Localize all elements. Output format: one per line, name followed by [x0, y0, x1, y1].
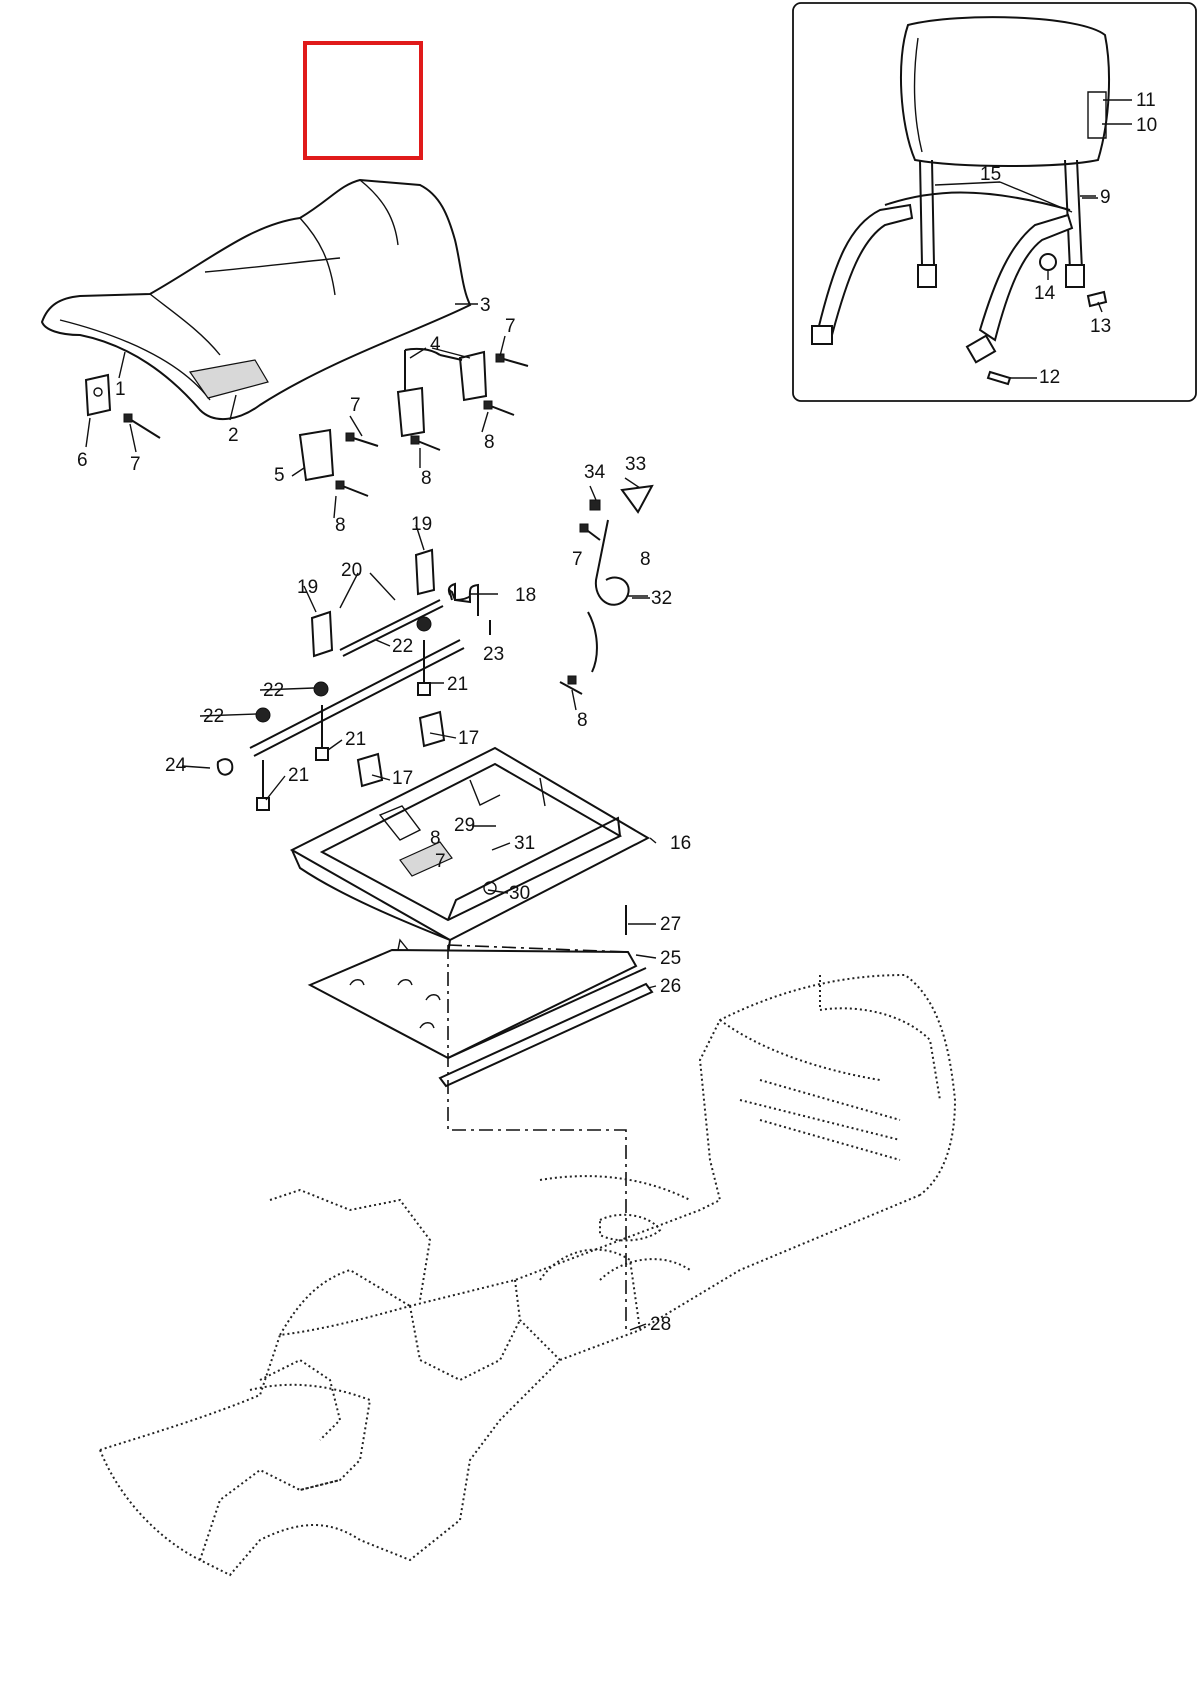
seat-assembly — [40, 178, 472, 421]
vehicle-frame — [99, 973, 957, 1577]
callout-13: 13 — [1090, 316, 1111, 337]
alignment-line — [447, 944, 629, 1330]
callout-8a: 8 — [335, 515, 346, 536]
seat-latch-cable — [587, 484, 654, 673]
callout-28: 28 — [650, 1314, 671, 1335]
callout-7b: 7 — [350, 395, 361, 416]
callout-32: 32 — [651, 588, 672, 609]
callout-7e: 7 — [572, 549, 583, 570]
callout-10: 10 — [1136, 115, 1157, 136]
callout-8c: 8 — [484, 432, 495, 453]
callout-23: 23 — [483, 644, 504, 665]
seat-label-plate — [188, 359, 269, 399]
callout-8e: 8 — [430, 828, 441, 849]
callout-12: 12 — [1039, 367, 1060, 388]
callout-18: 18 — [515, 585, 536, 606]
callout-14: 14 — [1034, 283, 1056, 304]
highlight-box — [303, 41, 423, 160]
callout-25: 25 — [660, 948, 681, 969]
callout-33: 33 — [625, 454, 646, 475]
callout-16: 16 — [670, 833, 691, 854]
callout-21a: 21 — [447, 674, 468, 695]
callout-2: 2 — [228, 425, 239, 446]
callout-17b: 17 — [392, 768, 413, 789]
handle-bar — [448, 583, 479, 606]
seat-hinge-brackets — [84, 347, 488, 482]
callout-11: 11 — [1136, 90, 1156, 111]
callout-30: 30 — [509, 883, 530, 904]
callout-26: 26 — [660, 976, 681, 997]
seat-cushion — [40, 178, 472, 421]
tray-floor-plate — [307, 905, 654, 1088]
callout-8f: 8 — [640, 549, 651, 570]
callout-31: 31 — [514, 833, 535, 854]
callout-15: 15 — [980, 164, 1001, 185]
latch-knob — [620, 484, 654, 514]
callout-22a: 22 — [392, 636, 413, 657]
callout-19b: 19 — [411, 514, 432, 535]
backrest-support-bar — [816, 203, 914, 337]
callout-17a: 17 — [458, 728, 479, 749]
callout-22b: 22 — [263, 680, 284, 701]
screws-7-8 — [123, 353, 601, 695]
callout-3: 3 — [480, 295, 491, 316]
callout-24: 24 — [165, 755, 187, 776]
callout-21b: 21 — [345, 729, 366, 750]
callout-leaders — [85, 195, 1096, 1331]
callout-20: 20 — [341, 560, 362, 581]
callout-21c: 21 — [288, 765, 309, 786]
callout-4: 4 — [430, 334, 441, 355]
part-callouts: 1 2 3 4 5 6 7 7 7 7 7 8 8 8 8 8 8 9 10 1… — [77, 90, 1157, 1335]
callout-19a: 19 — [297, 577, 318, 598]
callout-27: 27 — [660, 914, 681, 935]
mounting-strip — [438, 982, 654, 1088]
backrest-pad — [899, 16, 1110, 167]
callout-9: 9 — [1100, 187, 1111, 208]
hinge-rod-assembly — [216, 548, 491, 811]
callout-29: 29 — [454, 815, 475, 836]
backrest-inset-panel — [792, 2, 1197, 402]
callout-34: 34 — [584, 462, 606, 483]
callout-8d: 8 — [577, 710, 588, 731]
callout-1: 1 — [115, 379, 126, 400]
callout-8b: 8 — [421, 468, 432, 489]
callout-7a: 7 — [130, 454, 141, 475]
callout-6: 6 — [77, 450, 88, 471]
callout-5: 5 — [274, 465, 285, 486]
storage-tray — [289, 746, 651, 962]
callout-22c: 22 — [203, 706, 224, 727]
callout-7d: 7 — [435, 851, 446, 872]
callout-7c: 7 — [505, 316, 516, 337]
